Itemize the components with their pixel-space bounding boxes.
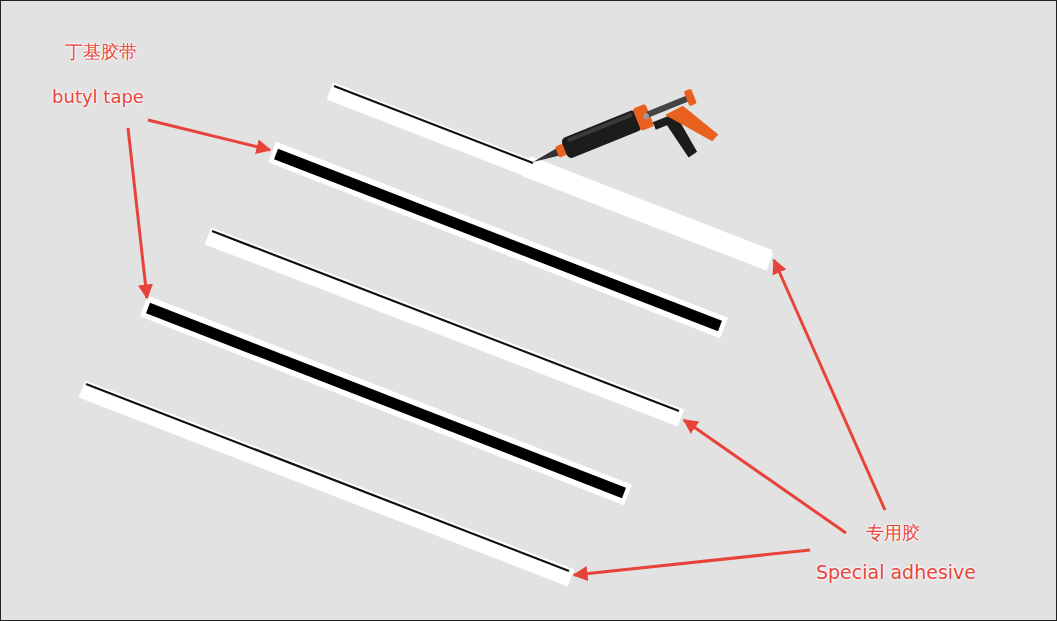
adhesive-strip (208, 231, 681, 418)
adhesive-strip (82, 384, 571, 578)
butyl-tape-strip (272, 152, 724, 328)
callout-label: 专用胶 (866, 521, 920, 545)
leader-arrow (128, 120, 885, 575)
callout-label: 丁基胶带 (65, 40, 137, 64)
caulking-gun (529, 83, 722, 212)
butyl-tape-strip (144, 306, 628, 495)
callout-label: butyl tape (52, 86, 144, 107)
callout-label: Special adhesive (816, 561, 976, 583)
adhesive-strip (330, 86, 772, 270)
